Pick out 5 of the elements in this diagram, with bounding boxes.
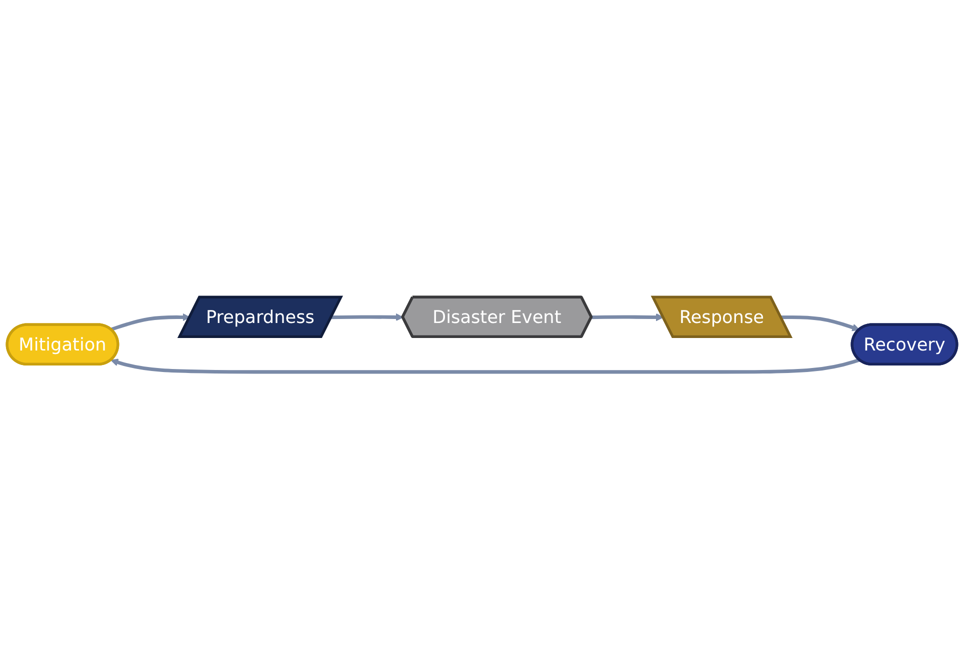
arrow bbox=[110, 312, 190, 331]
arrow bbox=[331, 312, 404, 321]
arrow bbox=[780, 314, 860, 331]
arrow bbox=[592, 312, 664, 321]
arrow bbox=[110, 358, 860, 374]
